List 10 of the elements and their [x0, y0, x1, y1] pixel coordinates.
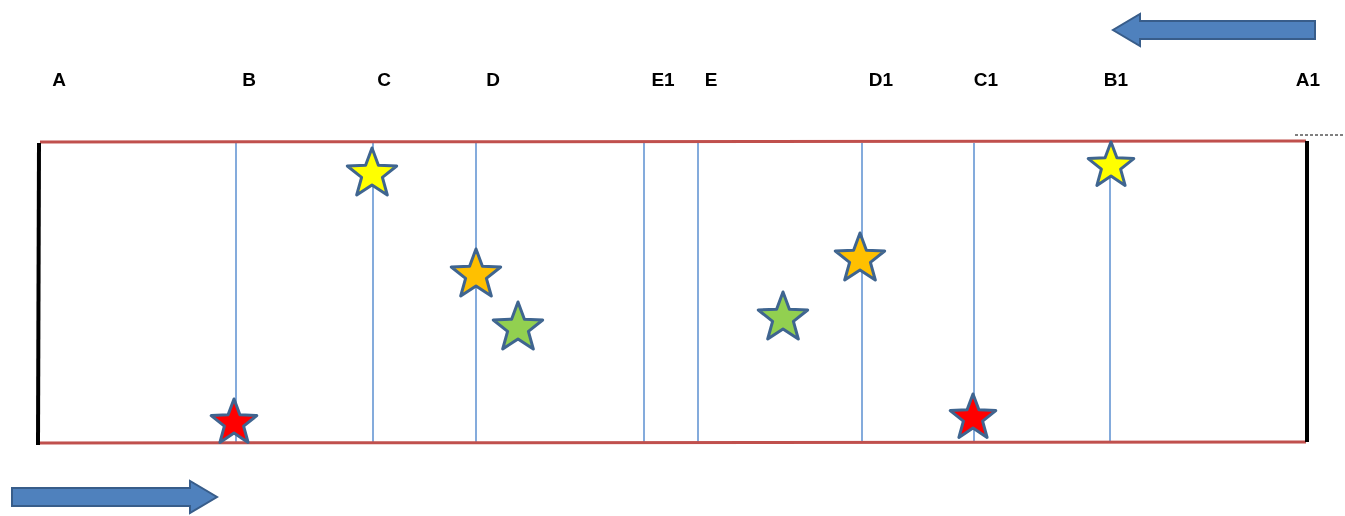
- point-label: B: [242, 70, 256, 89]
- point-label: D1: [868, 70, 894, 89]
- point-label: A1: [1295, 70, 1321, 89]
- point-label: A: [52, 70, 66, 89]
- point-label: E: [704, 70, 718, 89]
- point-label: C1: [973, 70, 999, 89]
- point-label: D: [486, 70, 500, 89]
- point-label: C: [377, 70, 391, 89]
- point-label: E1: [651, 70, 675, 89]
- point-label: B1: [1103, 70, 1129, 89]
